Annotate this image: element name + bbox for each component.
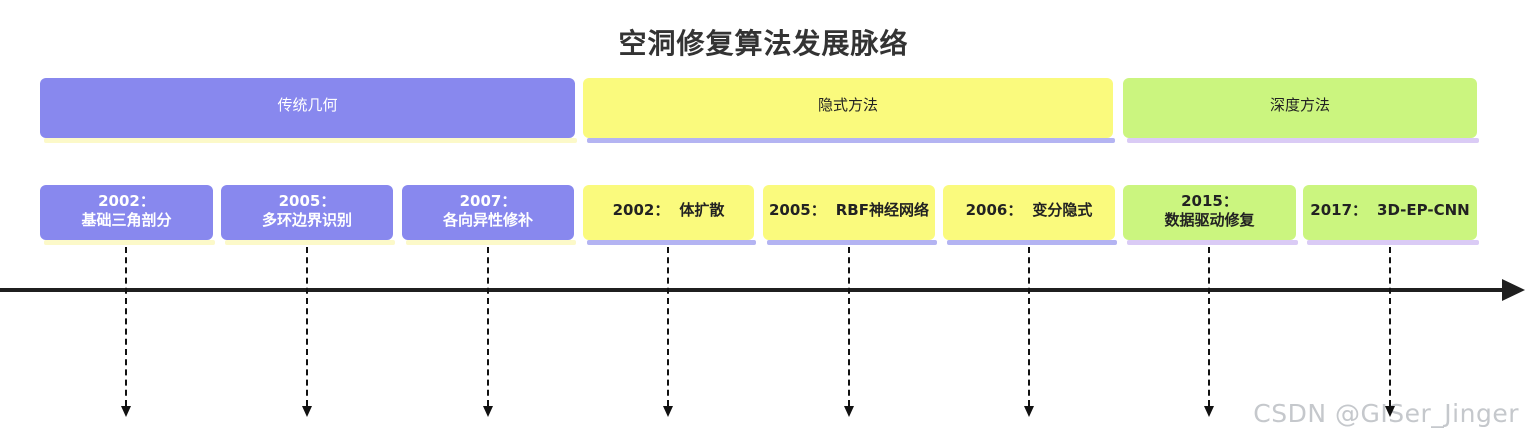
dashed-drop-arrow-8	[1384, 247, 1395, 417]
event-year: 2005：	[769, 201, 826, 220]
dashed-drop-arrow-6	[1023, 247, 1034, 417]
dashed-drop-arrow-2	[301, 247, 312, 417]
section-header-label: 深度方法	[1269, 95, 1330, 114]
event-box-2005-rbf: 2005： RBF神经网络	[763, 185, 937, 245]
arrow-down-icon	[301, 406, 312, 417]
event-name: 数据驱动修复	[1164, 210, 1255, 229]
arrow-down-icon	[1023, 406, 1034, 417]
event-box-2005-boundary: 2005： 多环边界识别	[221, 185, 395, 245]
section-header-implicit-methods: 隐式方法	[583, 78, 1115, 143]
dashed-drop-arrow-3	[482, 247, 493, 417]
section-header-label: 传统几何	[277, 95, 338, 114]
event-year: 2005：	[278, 191, 336, 210]
event-name: 3D-EP-CNN	[1377, 201, 1470, 220]
event-year: 2006：	[965, 201, 1023, 220]
event-name: 体扩散	[679, 201, 725, 220]
section-header-traditional-geometry: 传统几何	[40, 78, 577, 143]
section-header-label: 隐式方法	[817, 95, 878, 114]
event-name: 多环边界识别	[261, 210, 352, 229]
dashed-drop-arrow-1	[120, 247, 131, 417]
timeline-axis-line	[0, 288, 1504, 292]
event-box-2017-3d-ep-cnn: 2017： 3D-EP-CNN	[1303, 185, 1479, 245]
arrow-down-icon	[120, 406, 131, 417]
dashed-drop-arrow-4	[662, 247, 673, 417]
arrow-down-icon	[1384, 406, 1395, 417]
event-year: 2017：	[1310, 201, 1368, 220]
event-name: 变分隐式	[1032, 201, 1093, 220]
event-year: 2002：	[612, 201, 670, 220]
arrow-down-icon	[662, 406, 673, 417]
event-box-2002-triangulation: 2002： 基础三角剖分	[40, 185, 215, 245]
event-year: 2002：	[98, 191, 155, 210]
arrow-down-icon	[1203, 406, 1214, 417]
dashed-drop-arrow-5	[843, 247, 854, 417]
event-box-2015-data-driven: 2015： 数据驱动修复	[1123, 185, 1298, 245]
event-name: RBF神经网络	[835, 201, 929, 220]
event-box-2002-volume-diffusion: 2002： 体扩散	[583, 185, 756, 245]
timeline-axis-arrowhead-icon	[1502, 279, 1525, 301]
event-name: 各向异性修补	[442, 210, 533, 229]
section-header-deep-methods: 深度方法	[1123, 78, 1479, 143]
event-year: 2007：	[459, 191, 517, 210]
event-box-2006-variational: 2006： 变分隐式	[943, 185, 1117, 245]
event-name: 基础三角剖分	[81, 210, 172, 229]
event-year: 2015：	[1181, 191, 1238, 210]
arrow-down-icon	[843, 406, 854, 417]
arrow-down-icon	[482, 406, 493, 417]
event-box-2007-anisotropic: 2007： 各向异性修补	[402, 185, 576, 245]
diagram-title: 空洞修复算法发展脉络	[618, 27, 909, 60]
dashed-drop-arrow-7	[1203, 247, 1214, 417]
